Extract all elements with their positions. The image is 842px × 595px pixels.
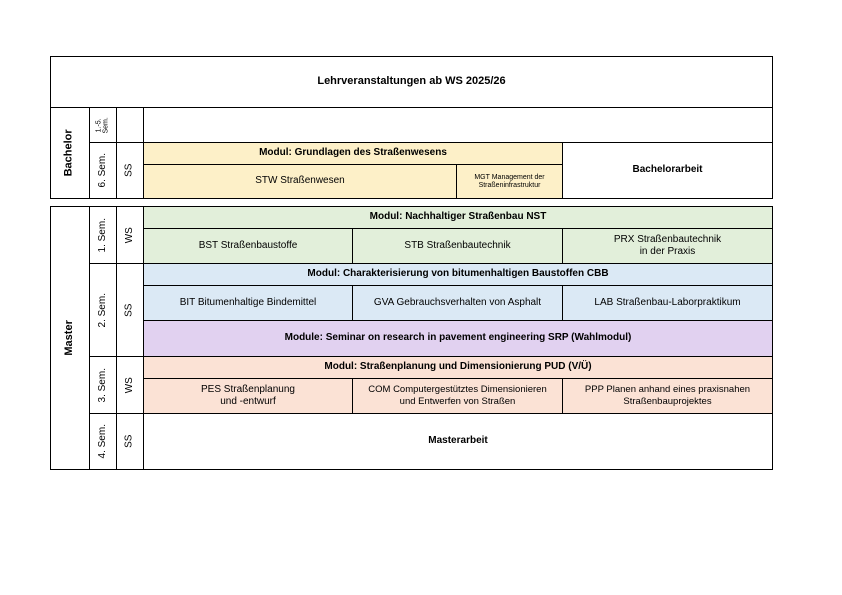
master-sem2-label: 2. Sem. <box>96 292 108 328</box>
nst-header-text: Modul: Nachhaltiger Straßenbau NST <box>369 211 547 223</box>
bachelor-thesis-text: Bachelorarbeit <box>632 164 703 176</box>
bachelor-label-cell: Bachelor <box>50 107 90 199</box>
master-sem1-term: WS <box>123 226 135 244</box>
ppp-line1: PPP Planen anhand eines praxisnahen <box>584 384 751 396</box>
master-label-cell: Master <box>50 206 90 470</box>
course-bit: BIT Bitumenhaltige Bindemittel <box>143 285 353 321</box>
master-sem3-term-cell: WS <box>116 356 144 414</box>
bachelor-sem6-cell: 6. Sem. <box>89 142 117 199</box>
stb-text: STB Straßenbautechnik <box>404 239 511 251</box>
bst-text: BST Straßenbaustoffe <box>198 239 298 251</box>
srp-text: Module: Seminar on research in pavement … <box>284 332 632 344</box>
prx-line1: PRX Straßenbautechnik <box>613 233 722 245</box>
bachelor-sem15-term-cell <box>116 107 144 143</box>
bachelor-module-header: Modul: Grundlagen des Straßenwesens <box>143 142 563 165</box>
title-text: Lehrveranstaltungen ab WS 2025/26 <box>317 75 506 88</box>
mgt-line2: Straßeninfrastruktur <box>478 181 541 189</box>
course-com: COM Computergestütztes Dimensionieren un… <box>352 378 563 414</box>
course-bst: BST Straßenbaustoffe <box>143 228 353 264</box>
prx-line2: in der Praxis <box>639 246 696 257</box>
master-sem1-cell: 1. Sem. <box>89 206 117 264</box>
bachelor-course-stw: STW Straßenwesen <box>143 164 457 199</box>
master-sem4-term: SS <box>123 434 135 449</box>
bachelor-sem15-label: 1.-5. Sem. <box>95 116 110 134</box>
bachelor-sem6-term-cell: SS <box>116 142 144 199</box>
stw-text: STW Straßenwesen <box>255 175 345 187</box>
bachelor-sem6-label: 6. Sem. <box>96 153 108 188</box>
master-sem4-term-cell: SS <box>116 413 144 470</box>
course-ppp: PPP Planen anhand eines praxisnahen Stra… <box>562 378 773 414</box>
course-pes: PES Straßenplanung und -entwurf <box>143 378 353 414</box>
com-line2: und Entwerfen von Straßen <box>399 396 516 407</box>
master-sem1-label: 1. Sem. <box>96 217 108 253</box>
pud-module-header: Modul: Straßenplanung und Dimensionierun… <box>143 356 773 379</box>
ppp-line2: Straßenbauprojektes <box>623 396 712 407</box>
bachelor-sem6-term: SS <box>123 163 135 178</box>
lab-text: LAB Straßenbau-Laborpraktikum <box>594 296 741 308</box>
master-sem1-term-cell: WS <box>116 206 144 264</box>
bachelor-thesis: Bachelorarbeit <box>562 142 773 199</box>
bachelor-sem15-empty-row <box>143 107 773 143</box>
nst-module-header: Modul: Nachhaltiger Straßenbau NST <box>143 206 773 229</box>
course-gva: GVA Gebrauchsverhalten von Asphalt <box>352 285 563 321</box>
course-lab: LAB Straßenbau-Laborpraktikum <box>562 285 773 321</box>
master-sem3-cell: 3. Sem. <box>89 356 117 414</box>
master-sem2-term: SS <box>123 303 135 317</box>
master-sem3-term: WS <box>123 376 135 394</box>
table-title: Lehrveranstaltungen ab WS 2025/26 <box>50 56 773 108</box>
master-thesis: Masterarbeit <box>143 413 773 470</box>
master-thesis-text: Masterarbeit <box>428 435 488 447</box>
com-line1: COM Computergestütztes Dimensionieren <box>368 384 547 396</box>
master-label: Master <box>63 320 76 356</box>
bit-text: BIT Bitumenhaltige Bindemittel <box>179 296 317 308</box>
cbb-header-text: Modul: Charakterisierung von bitumenhalt… <box>307 268 609 280</box>
master-sem3-label: 3. Sem. <box>96 367 108 403</box>
gva-text: GVA Gebrauchsverhalten von Asphalt <box>373 296 542 308</box>
pes-line2: und -entwurf <box>220 396 276 407</box>
course-stb: STB Straßenbautechnik <box>352 228 563 264</box>
master-sem2-term-cell: SS <box>116 263 144 357</box>
master-sem4-label: 4. Sem. <box>96 424 108 459</box>
master-sem4-cell: 4. Sem. <box>89 413 117 470</box>
bachelor-module-header-text: Modul: Grundlagen des Straßenwesens <box>259 147 447 159</box>
pes-line1: PES Straßenplanung <box>201 383 295 395</box>
bachelor-label: Bachelor <box>63 129 76 177</box>
cbb-module-header: Modul: Charakterisierung von bitumenhalt… <box>143 263 773 286</box>
mgt-line1: MGT Management der <box>474 173 545 181</box>
srp-module: Module: Seminar on research in pavement … <box>143 320 773 357</box>
pud-header-text: Modul: Straßenplanung und Dimensionierun… <box>324 361 592 373</box>
master-sem2-cell: 2. Sem. <box>89 263 117 357</box>
bachelor-sem15-cell: 1.-5. Sem. <box>89 107 117 143</box>
bachelor-course-mgt: MGT Management der Straßeninfrastruktur <box>456 164 563 199</box>
course-prx: PRX Straßenbautechnik in der Praxis <box>562 228 773 264</box>
